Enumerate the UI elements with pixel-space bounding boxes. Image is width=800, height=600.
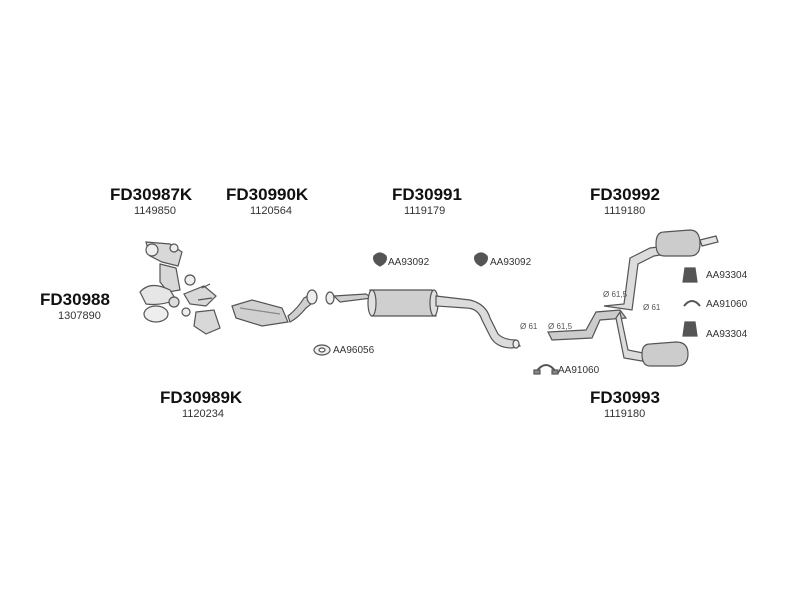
accessory-label: AA91060 bbox=[706, 299, 748, 310]
part-code-fd30990k: FD30990K bbox=[226, 185, 309, 204]
accessory-label: AA91060 bbox=[558, 365, 600, 376]
hanger-icons bbox=[313, 252, 701, 375]
part-number-fd30987k: 1149850 bbox=[134, 205, 177, 217]
diameter-label: Ø 61,5 bbox=[603, 290, 628, 299]
accessory-label: AA96056 bbox=[333, 345, 375, 356]
middle-silencer-part bbox=[325, 289, 521, 349]
part-number-fd30993: 1119180 bbox=[604, 408, 646, 420]
part-number-fd30992: 1119180 bbox=[604, 205, 646, 217]
part-number-fd30989k: 1120234 bbox=[182, 408, 225, 420]
accessory-label: AA93304 bbox=[706, 329, 748, 340]
accessory-label: AA93092 bbox=[490, 257, 532, 268]
part-code-fd30991: FD30991 bbox=[392, 185, 462, 204]
manifold-catalyst-part bbox=[139, 241, 221, 335]
part-code-fd30993: FD30993 bbox=[590, 388, 660, 407]
part-code-fd30988: FD30988 bbox=[40, 290, 110, 309]
part-code-fd30987k: FD30987K bbox=[110, 185, 193, 204]
diameter-label: Ø 61,5 bbox=[548, 322, 573, 331]
front-pipe-part bbox=[231, 289, 318, 327]
part-number-fd30988: 1307890 bbox=[58, 310, 101, 322]
accessory-label: AA93092 bbox=[388, 257, 430, 268]
diameter-label: Ø 61 bbox=[520, 322, 538, 331]
part-code-fd30992: FD30992 bbox=[590, 185, 660, 204]
accessory-label: AA93304 bbox=[706, 270, 748, 281]
part-number-fd30990k: 1120564 bbox=[250, 205, 293, 217]
rear-silencer-part bbox=[547, 229, 719, 367]
diameter-label: Ø 61 bbox=[643, 303, 661, 312]
part-number-fd30991: 1119179 bbox=[404, 205, 446, 217]
part-code-fd30989k: FD30989K bbox=[160, 388, 243, 407]
